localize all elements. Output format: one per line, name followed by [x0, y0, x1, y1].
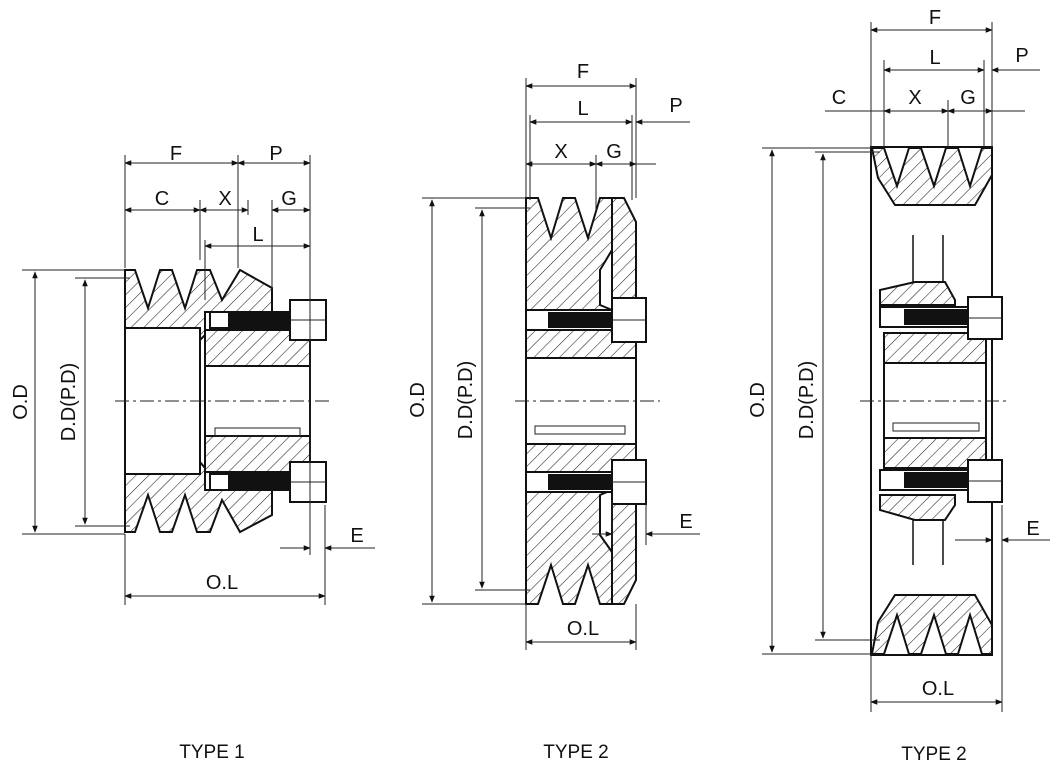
type2b-label-e: E — [1026, 518, 1039, 540]
diagram-type-2-middle: F L P X G O.D D.D(P.D) E O.L TYPE 2 — [407, 61, 700, 763]
type1-label-x: X — [218, 188, 231, 210]
type1-label-p: P — [269, 143, 282, 165]
type2b-label-g: G — [960, 87, 976, 109]
type2b-label-c: C — [832, 87, 846, 109]
type1-label-od: O.D — [10, 384, 32, 420]
type1-label-c: C — [155, 188, 169, 210]
type2a-label-f: F — [577, 61, 589, 83]
type1-label-ol: O.L — [206, 572, 238, 594]
type1-label-g: G — [281, 188, 297, 210]
type2b-label-dd: D.D(P.D) — [796, 361, 818, 440]
type2b-label-x: X — [908, 87, 921, 109]
type1-label-f: F — [170, 143, 182, 165]
type2a-label-p: P — [669, 95, 682, 117]
type2a-bolt-bottom — [525, 459, 647, 505]
type2a-label-e: E — [679, 511, 692, 533]
diagram-type-1: F P C X G L O.D D.D(P.D) E O.L TYPE 1 — [10, 143, 375, 763]
type2b-bolt-bottom — [879, 459, 1003, 503]
type2b-label-od: O.D — [747, 382, 769, 418]
type2a-dimensions — [422, 78, 700, 650]
type2a-caption: TYPE 2 — [543, 742, 608, 763]
type2a-label-l: L — [577, 98, 588, 120]
type2b-caption: TYPE 2 — [901, 744, 966, 765]
diagram-type-2-right: F L P C X G O.D D.D(P.D) E O.L TYPE 2 — [747, 7, 1050, 765]
type2b-label-l: L — [929, 47, 940, 69]
type1-caption: TYPE 1 — [179, 742, 244, 763]
type1-dimensions — [22, 155, 375, 605]
type2b-label-f: F — [929, 7, 941, 29]
type1-label-e: E — [350, 525, 363, 547]
type1-label-dd: D.D(P.D) — [58, 363, 80, 442]
type2a-label-od: O.D — [407, 382, 429, 418]
type2b-label-ol: O.L — [922, 678, 954, 700]
type2b-dimensions — [762, 22, 1050, 712]
type2b-bolt-top — [879, 296, 1003, 340]
type1-label-l: L — [252, 224, 263, 246]
type2a-label-dd: D.D(P.D) — [455, 361, 477, 440]
type2a-label-x: X — [554, 141, 567, 163]
type1-bolt-top — [209, 299, 327, 341]
type2a-label-ol: O.L — [567, 618, 599, 640]
type1-bolt-bottom — [209, 461, 327, 503]
type2b-label-p: P — [1015, 45, 1028, 67]
type2a-bolt-top — [525, 297, 647, 343]
type2a-label-g: G — [606, 141, 622, 163]
